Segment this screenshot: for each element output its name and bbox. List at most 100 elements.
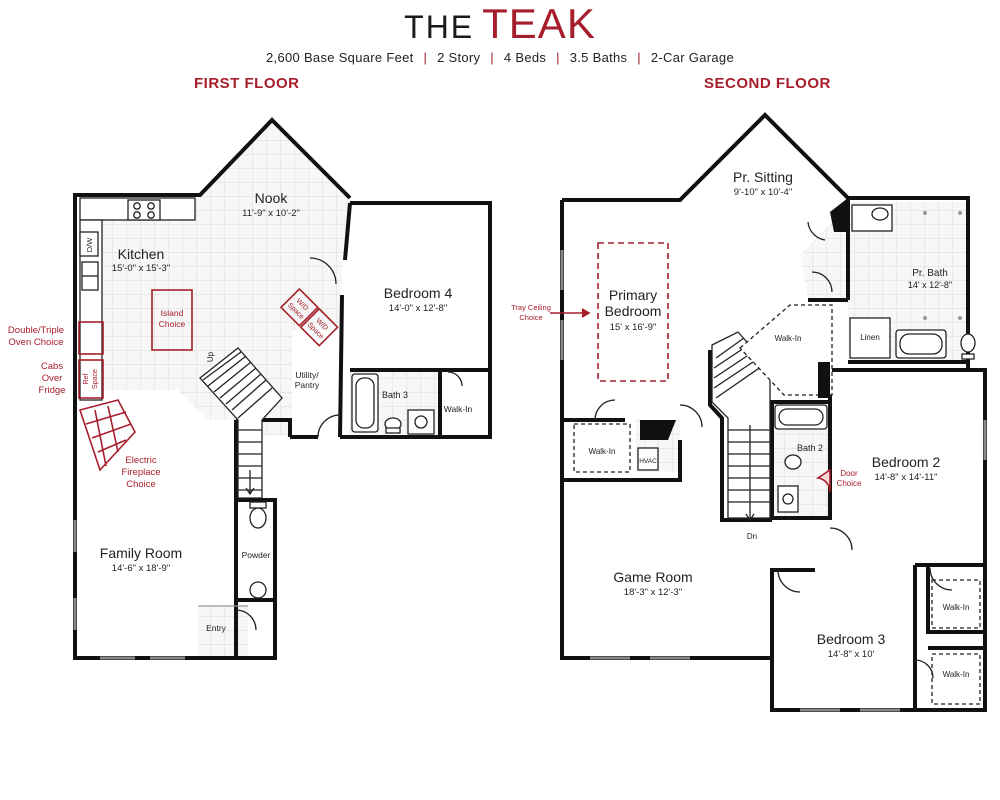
room-label-pantry: Pantry	[295, 380, 320, 390]
first-floor-options	[78, 287, 339, 472]
first-floor-details	[73, 197, 463, 660]
oven-choice-line2: Oven Choice	[9, 337, 64, 348]
first-floor-stairs	[199, 347, 283, 499]
room-size-family-room: 14'-6" x 18'-9"	[112, 563, 170, 574]
spec-separator: |	[637, 50, 641, 65]
room-label-walkin-br3-b: Walk-In	[943, 670, 970, 679]
room-label-pr-bath: Pr. Bath	[912, 268, 948, 279]
room-label-bedroom-4: Bedroom 4	[384, 285, 453, 301]
oven-choice-line1: Double/Triple	[8, 325, 64, 336]
room-label-pr-sitting: Pr. Sitting	[733, 169, 793, 185]
room-label-walkin-br3-a: Walk-In	[943, 603, 970, 612]
fireplace-choice-line3: Choice	[126, 479, 156, 490]
title-main: TEAK	[482, 0, 596, 47]
ref-space-box	[78, 359, 104, 399]
bath3-tub	[351, 373, 379, 433]
primary-walkin-closet	[739, 304, 833, 396]
room-size-bedroom-4: 14'-0" x 12'-8"	[389, 303, 447, 314]
bath2-tub	[774, 404, 828, 430]
room-size-nook: 11'-9" x 10'-2"	[242, 208, 300, 219]
fireplace-choice-line1: Electric	[125, 455, 156, 466]
cabs-choice-line1: Cabs	[41, 361, 63, 372]
room-size-pr-sitting: 9'-10" x 10'-4"	[734, 187, 792, 198]
room-size-primary: 15' x 16'-9"	[610, 322, 657, 333]
room-label-primary-1: Primary	[609, 287, 657, 303]
second-floor-labels: Pr. Sitting 9'-10" x 10'-4" Primary Bedr…	[511, 169, 969, 679]
room-label-walkin-left: Walk-In	[589, 447, 616, 456]
hvac-unit	[637, 447, 659, 471]
room-label-linen: Linen	[860, 333, 880, 342]
room-label-nook: Nook	[255, 190, 289, 206]
room-label-utility: Utility/	[295, 370, 319, 380]
room-label-kitchen: Kitchen	[118, 246, 165, 262]
room-label-primary-2: Bedroom	[605, 303, 662, 319]
ref-space-line2: Space	[92, 369, 99, 389]
room-label-powder: Powder	[242, 550, 271, 560]
tray-ceiling-box	[597, 242, 669, 382]
first-floor-title: FIRST FLOOR	[194, 75, 300, 92]
room-label-bedroom-2: Bedroom 2	[872, 454, 941, 470]
tile-floor-pr-bath	[800, 202, 968, 362]
pr-bath-tub	[895, 329, 947, 359]
room-size-bedroom-2: 14'-8" x 14'-11"	[874, 472, 937, 483]
spec-garage: 2-Car Garage	[650, 50, 734, 65]
second-floor-options	[550, 242, 831, 493]
cooktop	[127, 199, 161, 221]
tray-ceiling-line2: Choice	[519, 313, 542, 322]
title-prefix: THE	[404, 9, 475, 45]
fireplace-choice-line2: Fireplace	[121, 467, 160, 478]
spec-separator: |	[556, 50, 560, 65]
dishwasher-label: D/W	[85, 237, 94, 253]
walkin-closet-left	[573, 423, 631, 473]
oven-choice-box	[78, 321, 104, 355]
room-label-game-room: Game Room	[613, 569, 692, 585]
room-label-entry: Entry	[206, 623, 227, 633]
specs-line: 2,600 Base Square Feet | 2 Story | 4 Bed…	[0, 50, 1000, 65]
room-label-family-room: Family Room	[100, 545, 182, 561]
linen-closet	[849, 317, 891, 359]
spec-stories: 2 Story	[437, 50, 481, 65]
door-choice-line1: Door	[840, 469, 858, 478]
room-label-primary-walkin: Walk-In	[775, 334, 802, 343]
stairs-down-label: Dn	[747, 532, 757, 541]
door-choice-line2: Choice	[837, 479, 862, 488]
bath2-toilet	[784, 454, 802, 470]
tray-ceiling-line1: Tray Ceiling	[511, 303, 551, 312]
spec-baths: 3.5 Baths	[569, 50, 628, 65]
room-label-walkin-ff: Walk-In	[444, 404, 473, 414]
cabs-choice-line2: Over	[42, 373, 63, 384]
fireplace-choice-hatch	[78, 399, 136, 472]
island-choice-line2: Choice	[159, 319, 186, 329]
tile-floor-entry	[198, 606, 248, 656]
first-floor-plan: Nook 11'-9" x 10'-2" Kitchen 15'-0" x 15…	[8, 117, 492, 660]
dishwasher	[79, 231, 99, 257]
walkin-closet-br3-b	[931, 653, 981, 705]
stairs-up-label: Up	[206, 351, 215, 362]
ref-space-line1: Ref	[83, 374, 90, 385]
bath3-sink	[407, 409, 435, 435]
cabs-choice-line3: Fridge	[39, 385, 66, 396]
walkin-closet-br3-a	[931, 579, 981, 629]
door-choice-arc	[815, 468, 831, 493]
room-size-game-room: 18'-3" x 12'-3"	[624, 587, 682, 598]
room-label-bedroom-3: Bedroom 3	[817, 631, 886, 647]
room-label-hvac: HVAC	[639, 458, 657, 465]
second-floor-solid-walls	[640, 198, 848, 440]
spec-separator: |	[490, 50, 494, 65]
powder-sink	[249, 581, 267, 599]
pr-bath-toilet	[960, 333, 976, 353]
room-size-bedroom-3: 14'-8" x 10'	[828, 649, 875, 660]
second-floor-walls	[560, 112, 987, 712]
island-choice-box	[151, 289, 193, 351]
room-size-pr-bath: 14' x 12'-8"	[908, 280, 952, 290]
spec-square-feet: 2,600 Base Square Feet	[266, 50, 414, 65]
room-label-bath-2: Bath 2	[797, 443, 823, 453]
room-label-bath-3: Bath 3	[382, 390, 408, 400]
wd-space-boxes	[279, 287, 339, 347]
spec-separator: |	[423, 50, 428, 65]
spec-beds: 4 Beds	[503, 50, 547, 65]
room-size-kitchen: 15'-0" x 15'-3"	[112, 263, 170, 274]
